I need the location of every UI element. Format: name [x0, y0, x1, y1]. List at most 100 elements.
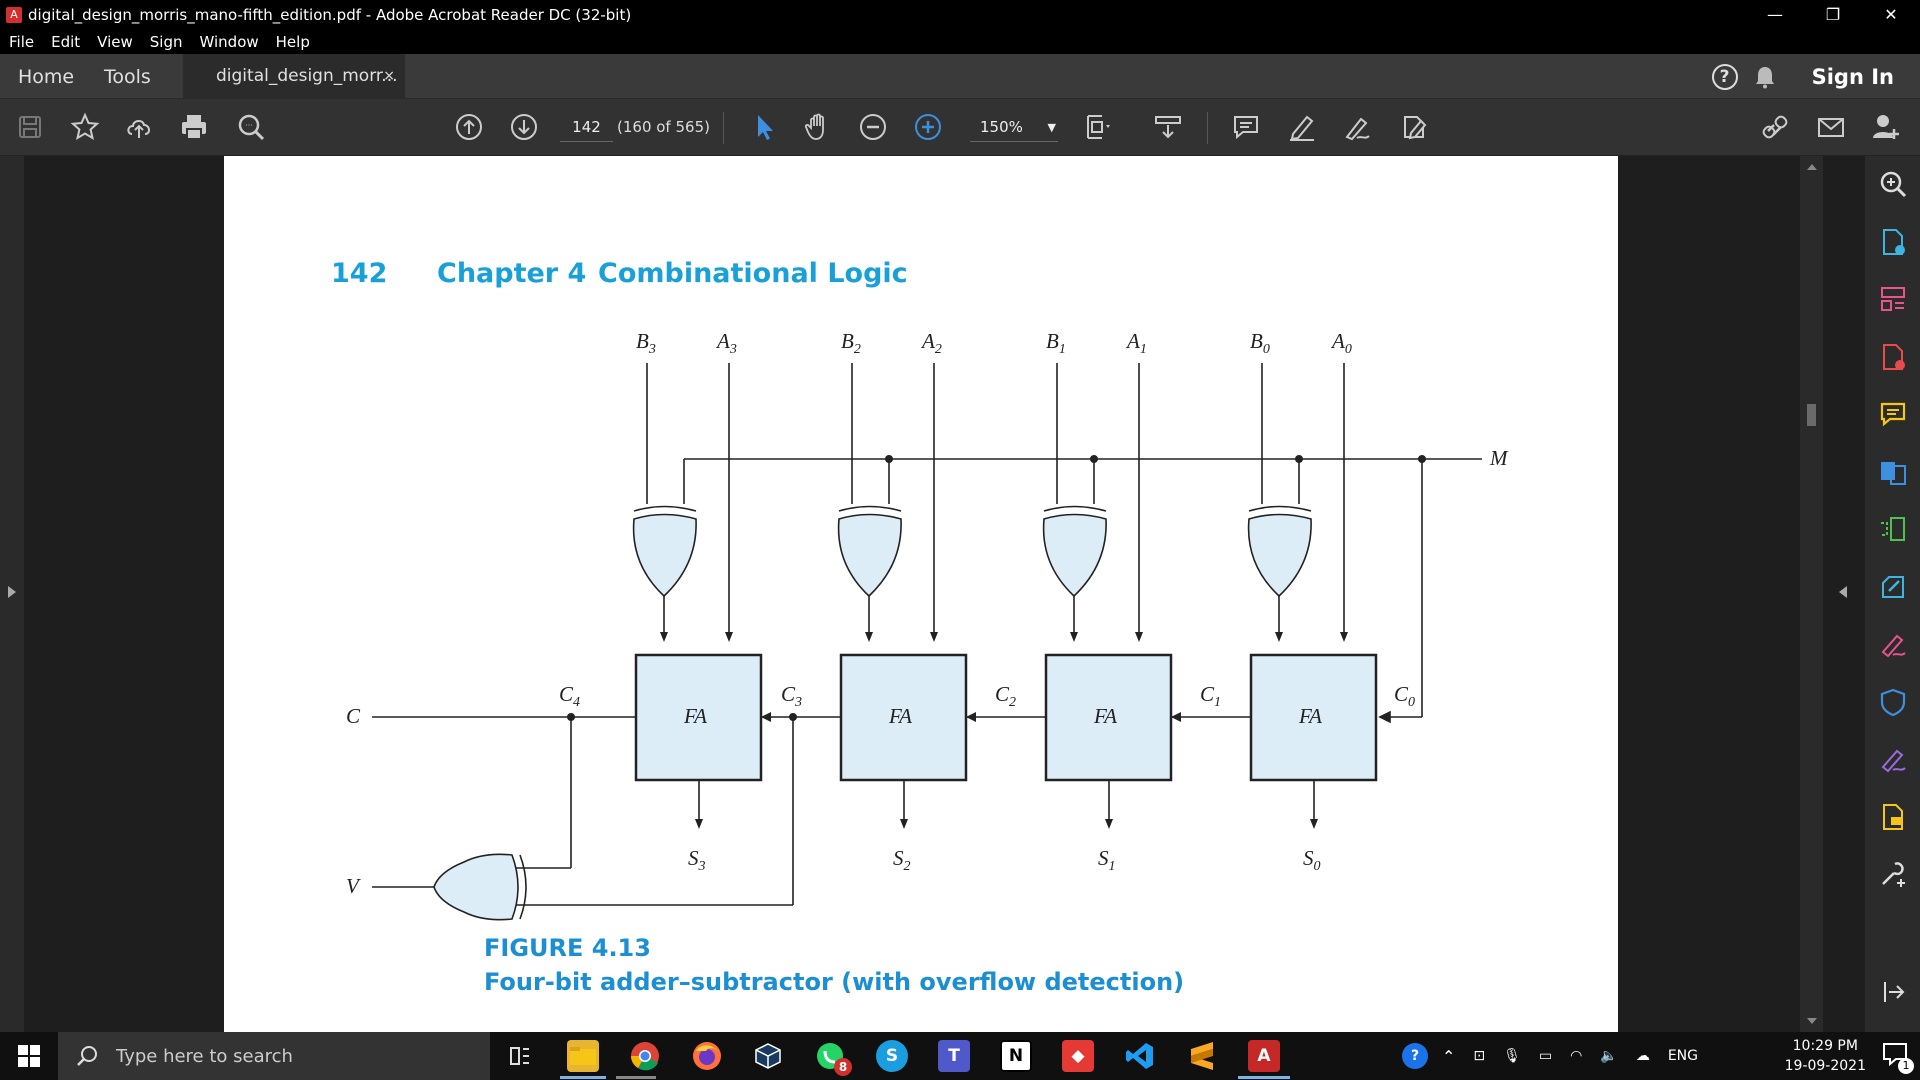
sum-label-s0: S0 — [1303, 846, 1321, 875]
menu-window[interactable]: Window — [199, 32, 259, 51]
bell-icon[interactable] — [1754, 65, 1776, 89]
fill-sign-tool-icon[interactable] — [1877, 628, 1909, 660]
fill-sign-icon[interactable] — [1395, 109, 1431, 145]
chrome-icon[interactable] — [629, 1040, 661, 1072]
onedrive-cloud-icon[interactable]: ☁ — [1635, 1048, 1650, 1064]
zoom-search-icon[interactable]: ··· — [233, 109, 269, 145]
tab-tools[interactable]: Tools — [104, 66, 151, 88]
scroll-thumb[interactable] — [1807, 404, 1816, 426]
running-indicator — [616, 1076, 656, 1079]
add-user-icon[interactable] — [1868, 109, 1904, 145]
request-signature-icon[interactable] — [1877, 743, 1909, 775]
file-explorer-icon[interactable] — [567, 1040, 599, 1072]
carry-label-c0: C0 — [1394, 682, 1416, 711]
language-indicator[interactable]: ENG — [1667, 1048, 1698, 1064]
export-pdf-icon[interactable] — [1877, 456, 1909, 488]
task-view-icon[interactable] — [504, 1040, 536, 1072]
carry-label-c4: C4 — [559, 682, 581, 711]
figure-label: FIGURE 4.13 — [484, 934, 651, 962]
hand-tool-icon[interactable] — [800, 109, 836, 145]
share-link-icon[interactable] — [1758, 109, 1794, 145]
page-number-input[interactable]: 142 — [560, 113, 613, 142]
draw-icon[interactable] — [1339, 109, 1375, 145]
more-tools-icon[interactable] — [1877, 801, 1909, 833]
vscode-icon[interactable] — [1124, 1040, 1156, 1072]
overflow-label: V — [346, 874, 359, 898]
email-icon[interactable] — [1813, 109, 1849, 145]
meet-now-icon[interactable]: ⊡ — [1473, 1048, 1486, 1064]
anydesk-icon[interactable]: ◆ — [1062, 1040, 1094, 1072]
page-content: 142 Chapter 4 Combinational Logic — [331, 258, 1482, 921]
tools-wrench-icon[interactable] — [1877, 858, 1909, 890]
add-pdf-icon[interactable] — [1877, 341, 1909, 373]
acrobat-taskbar-icon[interactable]: A — [1248, 1040, 1280, 1072]
clock[interactable]: 10:29 PM 19-09-2021 — [1785, 1036, 1866, 1076]
menu-file[interactable]: File — [9, 32, 35, 51]
sum-label-s1: S1 — [1098, 846, 1116, 875]
battery-icon[interactable]: ▭ — [1538, 1048, 1553, 1064]
help-tray-icon[interactable]: ? — [1402, 1043, 1428, 1069]
menu-help[interactable]: Help — [275, 32, 310, 51]
scroll-down-icon[interactable] — [1807, 1018, 1817, 1024]
previous-page-icon[interactable] — [451, 109, 487, 145]
zoom-in-icon[interactable] — [910, 109, 946, 145]
save-icon[interactable] — [12, 109, 48, 145]
help-icon[interactable]: ? — [1711, 63, 1738, 90]
comment-tool-icon[interactable] — [1877, 398, 1909, 430]
zoom-out-icon[interactable] — [855, 109, 891, 145]
collapse-rail-icon[interactable] — [1877, 976, 1909, 1008]
whatsapp-icon[interactable]: 8 — [814, 1040, 852, 1076]
protect-shield-icon[interactable] — [1877, 686, 1909, 718]
scroll-up-icon[interactable] — [1807, 164, 1817, 170]
tab-home[interactable]: Home — [18, 66, 75, 88]
menu-sign[interactable]: Sign — [149, 32, 183, 51]
star-icon[interactable] — [67, 109, 103, 145]
taskbar-search[interactable]: Type here to search — [58, 1032, 490, 1080]
select-cursor-icon[interactable] — [746, 109, 782, 145]
carry-label-c1: C1 — [1200, 682, 1222, 711]
notification-icon[interactable]: 1 — [1882, 1042, 1914, 1074]
compress-pdf-icon[interactable] — [1877, 513, 1909, 545]
highlight-pen-icon[interactable] — [1284, 109, 1320, 145]
right-pane-toggle[interactable] — [1823, 156, 1865, 1032]
windows-start-icon[interactable] — [0, 1032, 58, 1080]
minimize-button[interactable]: — — [1767, 5, 1783, 24]
sublime-text-icon[interactable] — [1186, 1040, 1218, 1072]
tab-close-icon[interactable]: × — [383, 68, 395, 84]
firefox-icon[interactable] — [691, 1040, 723, 1072]
restore-button[interactable]: ❐ — [1825, 5, 1841, 24]
page-count: (160 of 565) — [617, 118, 710, 136]
virtualbox-icon[interactable] — [752, 1040, 784, 1072]
close-button[interactable]: ✕ — [1884, 5, 1898, 24]
zoom-dropdown[interactable]: 150% ▼ — [970, 113, 1058, 142]
zoom-in-icon[interactable] — [1877, 168, 1909, 200]
teams-icon[interactable]: T — [938, 1040, 970, 1072]
cloud-upload-icon[interactable] — [121, 109, 157, 145]
system-tray: ? ⌃ ⊡ 🎙 ▭ ◠ 🔈 ☁ ENG — [1402, 1032, 1698, 1080]
sign-in-button[interactable]: Sign In — [1811, 64, 1894, 89]
organize-pages-icon[interactable] — [1877, 283, 1909, 315]
left-panel-toggle[interactable] — [0, 156, 24, 1032]
notification-count: 1 — [1898, 1058, 1914, 1074]
input-label-b1: B1 — [1046, 329, 1066, 358]
edit-pdf-icon[interactable] — [1877, 571, 1909, 603]
notion-icon[interactable]: N — [1000, 1040, 1032, 1072]
next-page-icon[interactable] — [506, 109, 542, 145]
scroll-mode-icon[interactable] — [1150, 109, 1186, 145]
document-viewer[interactable]: 142 Chapter 4 Combinational Logic — [24, 156, 1823, 1032]
clock-time: 10:29 PM — [1792, 1038, 1858, 1054]
tab-document[interactable]: digital_design_morr... × — [183, 54, 405, 99]
chevron-up-icon[interactable]: ⌃ — [1442, 1046, 1456, 1066]
skype-icon[interactable]: S — [876, 1040, 908, 1072]
vertical-scrollbar[interactable] — [1800, 156, 1823, 1032]
menu-view[interactable]: View — [97, 32, 133, 51]
menu-edit[interactable]: Edit — [51, 32, 81, 51]
comment-icon[interactable] — [1228, 109, 1264, 145]
volume-icon[interactable]: 🔈 — [1600, 1048, 1618, 1064]
wifi-icon[interactable]: ◠ — [1570, 1048, 1583, 1064]
page-fit-icon[interactable] — [1080, 109, 1116, 145]
search-placeholder: Type here to search — [116, 1045, 293, 1067]
microphone-icon[interactable]: 🎙 — [1503, 1048, 1521, 1064]
create-pdf-icon[interactable] — [1877, 226, 1909, 258]
print-icon[interactable] — [176, 109, 212, 145]
